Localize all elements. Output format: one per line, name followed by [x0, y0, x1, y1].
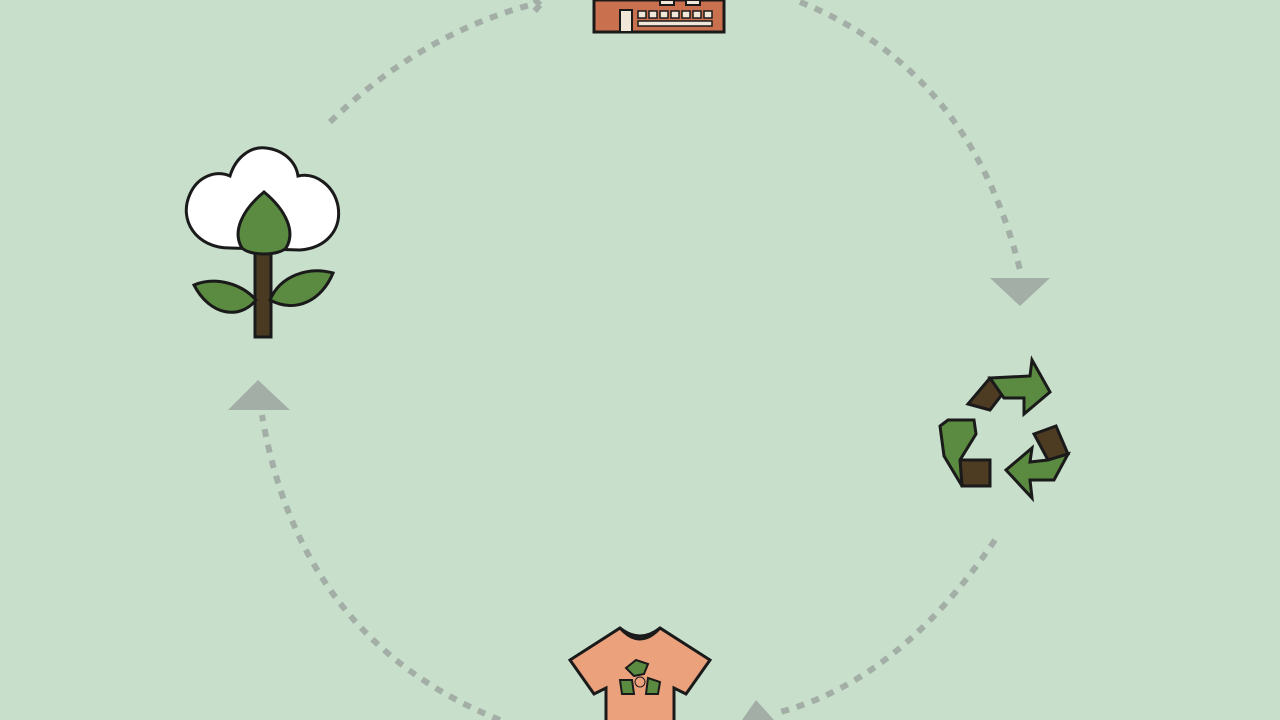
arrow-shirt-to-plant	[259, 414, 502, 720]
shirt-recycle-print	[618, 658, 662, 695]
arrow-factory-to-recycle-head	[990, 278, 1050, 306]
arrow-plant-to-factory	[327, 2, 531, 125]
recycle-icon	[938, 355, 1072, 503]
arrow-plant-to-factory-head	[529, 0, 543, 16]
arrow-shirt-to-plant-head	[228, 380, 290, 410]
factory-icon	[592, 0, 726, 34]
arrow-factory-to-recycle	[798, 0, 1023, 271]
cycle-arrows	[228, 0, 1050, 720]
t-shirt-icon	[567, 626, 713, 720]
cotton-plant-icon	[184, 146, 341, 339]
arrow-recycle-to-shirt-head	[742, 700, 774, 720]
